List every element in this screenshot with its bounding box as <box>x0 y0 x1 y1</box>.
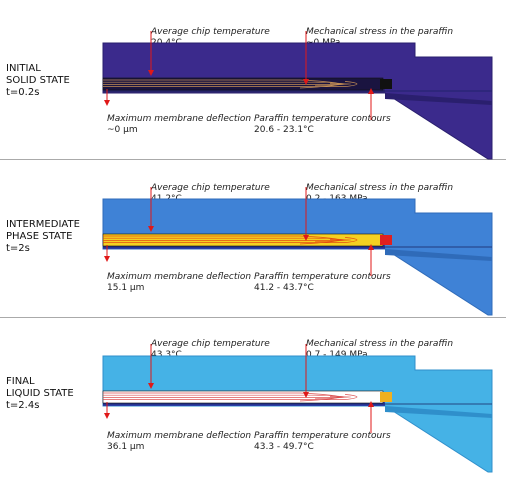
state-time: t=2s <box>6 243 30 254</box>
state-label: FINAL LIQUID STATE t=2.4s <box>6 376 74 412</box>
deflection-arrowhead <box>104 256 110 262</box>
contours-label: Paraffin temperature contours 20.6 - 23.… <box>254 114 391 136</box>
chip-temp-arrowhead <box>148 383 154 389</box>
state-line1: INTERMEDIATE <box>6 219 80 230</box>
temperature-contour <box>103 394 358 400</box>
outlet-strip <box>385 249 492 261</box>
chamber-end-cap <box>380 79 392 89</box>
contours-arrowhead <box>368 244 374 250</box>
stress-value: 0.7 - 149 MPa <box>306 350 368 360</box>
separator <box>0 317 506 318</box>
state-line2: LIQUID STATE <box>6 388 74 399</box>
stress-arrowhead <box>303 79 309 85</box>
chip-temp-title: Average chip temperature <box>151 339 270 349</box>
contours-value: 41.2 - 43.7°C <box>254 283 314 293</box>
temperature-contour <box>103 237 358 243</box>
chip-temp-arrowhead <box>148 70 154 76</box>
temperature-contour <box>103 396 352 398</box>
deflection-arrowhead <box>104 413 110 419</box>
contours-value: 43.3 - 49.7°C <box>254 442 314 452</box>
deflection-label: Maximum membrane deflection 15.1 µm <box>107 272 251 294</box>
stress-arrowhead <box>303 392 309 398</box>
state-line1: FINAL <box>6 376 35 387</box>
contours-label: Paraffin temperature contours 41.2 - 43.… <box>254 272 391 294</box>
separator <box>0 159 506 160</box>
outlet-strip <box>385 93 492 105</box>
chip-temp-label: Average chip temperature 43.3°C <box>151 339 270 361</box>
deflection-value: 15.1 µm <box>107 283 145 293</box>
contours-title: Paraffin temperature contours <box>254 272 391 282</box>
outlet-strip <box>385 406 492 418</box>
state-time: t=2.4s <box>6 400 40 411</box>
contours-value: 20.6 - 23.1°C <box>254 125 314 135</box>
deflection-title: Maximum membrane deflection <box>107 114 252 124</box>
chamber-end-cap <box>380 235 392 245</box>
chip-temp-value: 43.3°C <box>151 350 182 360</box>
temperature-contour <box>103 239 352 241</box>
temperature-contour <box>103 83 352 85</box>
state-label: INTERMEDIATE PHASE STATE t=2s <box>6 219 80 255</box>
stress-title: Mechanical stress in the paraffin <box>306 183 454 193</box>
state-label: INITIAL SOLID STATE t=0.2s <box>6 63 70 99</box>
deflection-title: Maximum membrane deflection <box>107 272 252 282</box>
state-line2: PHASE STATE <box>6 231 73 242</box>
contours-title: Paraffin temperature contours <box>254 431 391 441</box>
chip-temp-title: Average chip temperature <box>151 27 270 37</box>
state-line2: SOLID STATE <box>6 75 70 86</box>
stress-title: Mechanical stress in the paraffin <box>306 339 454 349</box>
contours-arrowhead <box>368 401 374 407</box>
deflection-label: Maximum membrane deflection 36.1 µm <box>107 431 251 453</box>
deflection-arrowhead <box>104 100 110 106</box>
chamber-end-cap <box>380 392 392 402</box>
chip-temp-arrowhead <box>148 226 154 232</box>
chip-temp-title: Average chip temperature <box>151 183 270 193</box>
stress-label: Mechanical stress in the paraffin 0.7 - … <box>306 339 453 361</box>
contours-arrowhead <box>368 88 374 94</box>
stress-title: Mechanical stress in the paraffin <box>306 27 454 37</box>
contours-label: Paraffin temperature contours 43.3 - 49.… <box>254 431 391 453</box>
state-time: t=0.2s <box>6 87 40 98</box>
temperature-contour <box>103 81 358 87</box>
stress-arrowhead <box>303 235 309 241</box>
deflection-value: ~0 µm <box>107 125 138 135</box>
contours-title: Paraffin temperature contours <box>254 114 391 124</box>
state-line1: INITIAL <box>6 63 41 74</box>
deflection-label: Maximum membrane deflection ~0 µm <box>107 114 251 136</box>
deflection-title: Maximum membrane deflection <box>107 431 252 441</box>
deflection-value: 36.1 µm <box>107 442 145 452</box>
